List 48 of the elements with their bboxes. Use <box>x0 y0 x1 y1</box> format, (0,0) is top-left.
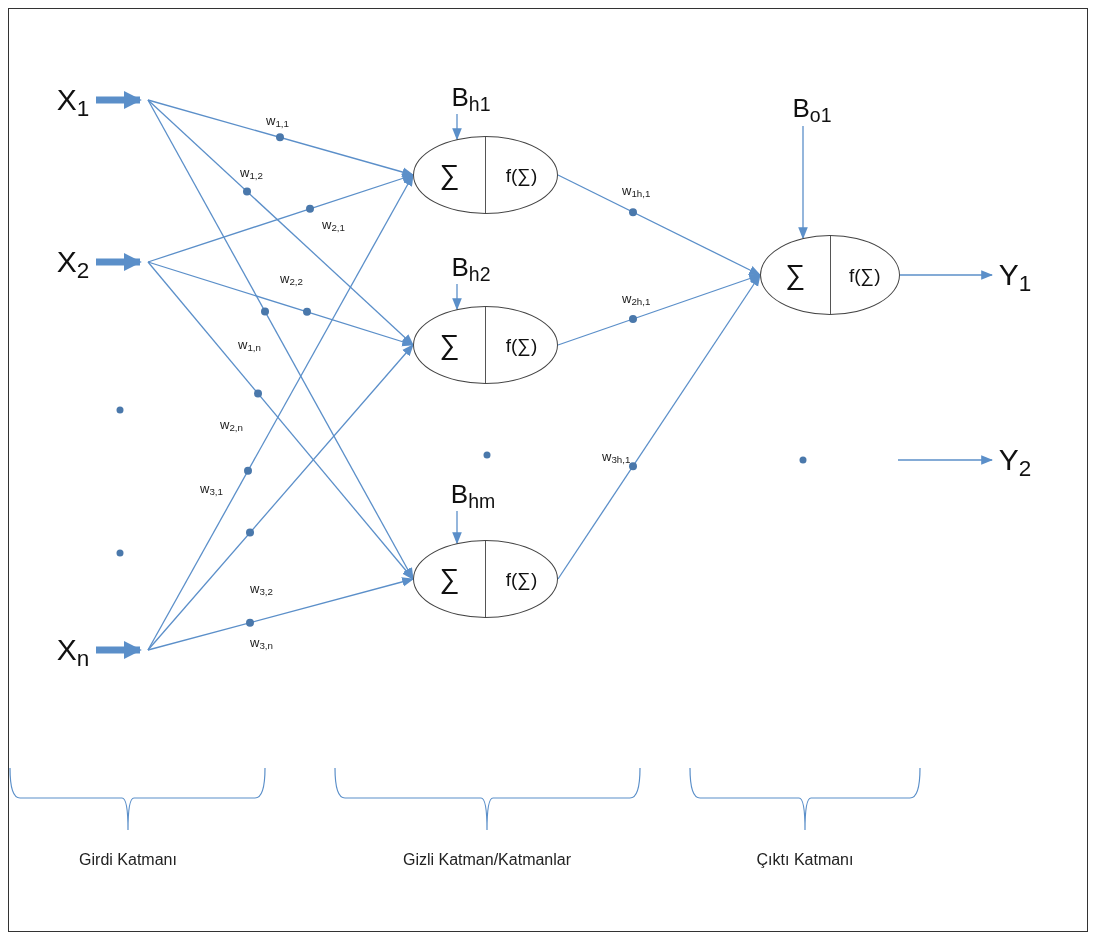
arrow <box>147 577 415 651</box>
arrow <box>147 99 414 346</box>
weight-label: w$_{2,n}$ <box>220 418 243 431</box>
input-label: X$_{2}$ <box>50 242 96 282</box>
activation-function: f(∑) <box>505 335 538 355</box>
arrow <box>899 270 994 280</box>
bias-label: B$_{o1}$ <box>782 90 842 126</box>
layer-label: Çıktı Katmanı <box>756 850 854 870</box>
arrow <box>557 274 762 346</box>
activation-function: f(∑) <box>505 165 538 185</box>
arrow <box>452 113 462 141</box>
activation-function: f(∑) <box>505 569 538 589</box>
arrow <box>147 173 415 263</box>
arrow <box>147 261 414 580</box>
weight-label: w$_{3,1}$ <box>200 482 223 495</box>
bias-label: B$_{hm}$ <box>443 477 503 511</box>
weight-label: w$_{2,1}$ <box>322 218 345 231</box>
arrow <box>557 274 761 580</box>
arrow <box>897 455 994 465</box>
output-label: Y$_{1}$ <box>992 255 1038 295</box>
bias-label: B$_{h2}$ <box>443 250 499 284</box>
sum-symbol: ∑ <box>439 161 460 189</box>
sum-symbol: ∑ <box>439 331 460 359</box>
weight-label: w$_{3h,1}$ <box>602 450 631 463</box>
input-label: X$_{1}$ <box>50 80 96 120</box>
activation-function: f(∑) <box>849 265 881 285</box>
layer-label: Gizli Katman/Katmanlar <box>402 850 572 870</box>
arrow <box>147 99 415 177</box>
arrow <box>557 174 762 276</box>
arrow <box>452 510 462 545</box>
arrow <box>147 261 415 347</box>
arrow <box>147 344 414 651</box>
sum-symbol: ∑ <box>785 261 806 289</box>
output-label: Y$_{2}$ <box>992 440 1038 480</box>
weight-label: w$_{3,2}$ <box>250 582 273 595</box>
weight-label: w$_{1,1}$ <box>266 114 289 127</box>
bias-label: B$_{h1}$ <box>443 80 499 114</box>
layer-label: Girdi Katmanı <box>79 850 177 870</box>
arrow <box>452 283 462 311</box>
weight-label: w$_{2h,1}$ <box>622 292 651 305</box>
weight-label: w$_{1,2}$ <box>240 166 263 179</box>
weight-label: w$_{2,2}$ <box>280 272 303 285</box>
weight-label: w$_{1h,1}$ <box>622 184 651 197</box>
weight-label: w$_{1,n}$ <box>238 338 261 351</box>
sum-symbol: ∑ <box>439 565 460 593</box>
weight-label: w$_{3,n}$ <box>250 636 273 649</box>
arrow <box>798 125 808 240</box>
input-label: X$_{n}$ <box>50 630 96 670</box>
